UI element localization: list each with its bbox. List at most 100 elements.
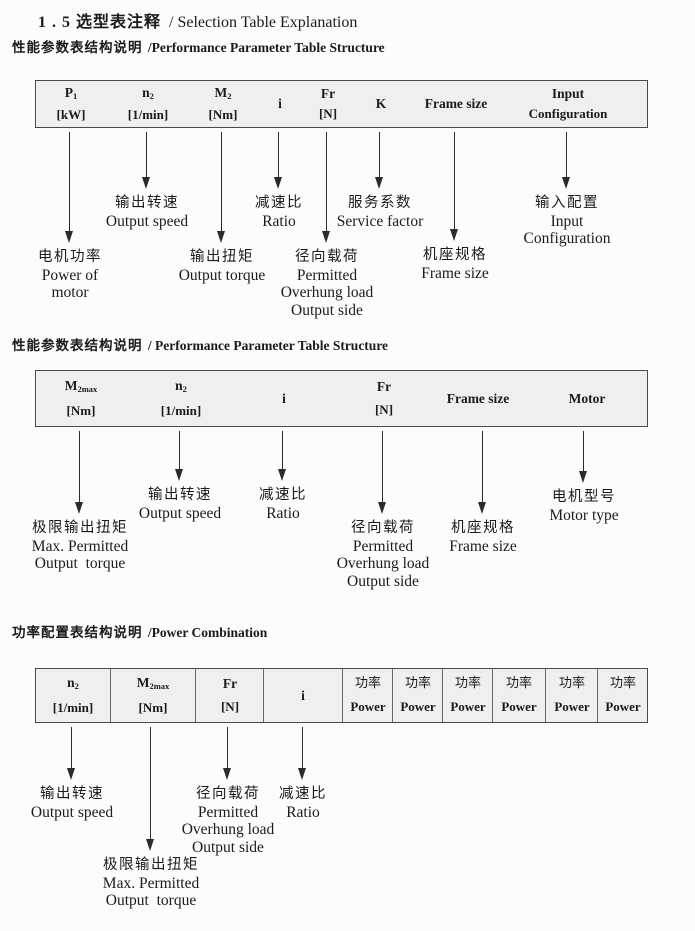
page-title-cn: 1 . 5 选型表注释	[38, 14, 162, 31]
field-explanation-line: Ratio	[266, 504, 300, 522]
section-heading-2-en: / Performance Parameter Table Structure	[147, 338, 389, 353]
header-cell-unit: Power	[350, 698, 386, 714]
section-heading-1-cn: 性能参数表结构说明	[12, 40, 143, 56]
header-cell-unit: [1/min]	[52, 699, 94, 715]
field-explanation-line: Input	[550, 212, 584, 230]
header-cell-unit: Power	[501, 698, 537, 714]
arrow-down-icon	[562, 177, 570, 189]
header-cell-unit: Power	[554, 698, 590, 714]
field-explanation-line: Overhung load	[181, 821, 275, 838]
header-cell: n2[1/min]	[53, 669, 93, 722]
column-divider	[442, 669, 443, 722]
section-heading-3: 功率配置表结构说明 /Power Combination	[12, 621, 267, 641]
header-cell-unit: [N]	[374, 402, 394, 417]
field-explanation-line: 机座规格	[450, 520, 515, 536]
field-explanation-line: 减速比	[279, 786, 327, 802]
arrow-down-icon	[378, 502, 386, 514]
field-explanation-line: 径向载荷	[350, 520, 415, 536]
field-explanation-line: Max. Permitted	[31, 537, 129, 555]
field-explanation-line: Max. Permitted	[102, 874, 200, 892]
section-heading-2-cn: 性能参数表结构说明	[12, 338, 143, 354]
header-cell-unit: [Nm]	[66, 403, 96, 418]
header-cell-unit: Power	[450, 698, 486, 714]
field-explanation-line: Output side	[347, 572, 419, 590]
field-explanation-line: 极限输出扭矩	[103, 857, 199, 873]
arrow-down-icon	[217, 231, 225, 243]
header-cell-unit: Power	[605, 698, 641, 714]
field-explanation-line: 减速比	[259, 487, 307, 503]
field-explanation-line: Permitted	[197, 803, 259, 821]
header-cell-unit: [kW]	[56, 107, 86, 122]
header-cell-symbol: i	[301, 687, 305, 703]
field-explanation-line: 电机功率	[38, 249, 102, 265]
field-explanation-line: Output torque	[178, 266, 266, 284]
field-explanation-line: Output speed	[30, 803, 114, 821]
arrow-line	[79, 431, 80, 503]
header-cell-symbol: n2	[142, 85, 154, 102]
arrow-down-icon	[450, 229, 458, 241]
header-cell-symbol: Fr	[222, 676, 238, 692]
column-divider	[492, 669, 493, 722]
header-cell: i	[301, 669, 305, 722]
field-explanation-line: 径向载荷	[294, 249, 359, 265]
section-heading-3-en: /Power Combination	[147, 625, 268, 640]
field-explanation-line: Frame size	[421, 264, 489, 282]
header-cell: Motor	[569, 371, 606, 426]
header-cell-symbol: Input	[551, 86, 585, 101]
field-explanation-line: 输出转速	[147, 487, 212, 503]
header-cell: Fr [N]	[221, 669, 239, 722]
field-explanation-line: 极限输出扭矩	[32, 520, 128, 536]
arrow-line	[454, 132, 455, 230]
header-cell: 功率 Power	[605, 669, 640, 722]
section-heading-2: 性能参数表结构说明 / Performance Parameter Table …	[12, 334, 388, 354]
arrow-down-icon	[274, 177, 282, 189]
arrow-line	[326, 132, 327, 232]
arrow-line	[278, 132, 279, 178]
arrow-down-icon	[278, 469, 286, 481]
arrow-down-icon	[223, 768, 231, 780]
arrow-line	[302, 727, 303, 769]
field-explanation-line: Output speed	[105, 212, 189, 230]
arrow-down-icon	[478, 502, 486, 514]
field-explanation-line: Output torque	[34, 555, 126, 572]
header-cell-symbol: 功率	[609, 676, 636, 692]
arrow-line	[146, 132, 147, 178]
arrow-down-icon	[142, 177, 150, 189]
header-cell-symbol: 功率	[558, 676, 585, 692]
field-explanation-line: 输出转速	[114, 195, 179, 211]
field-explanation-line: Motor type	[549, 506, 619, 524]
field-explanation-line: Service factor	[336, 212, 424, 230]
arrow-down-icon	[375, 177, 383, 189]
page-title-en: / Selection Table Explanation	[169, 14, 358, 31]
header-cell-symbol: M2max	[64, 378, 98, 395]
header-cell: Frame size	[447, 371, 510, 426]
field-explanation-line: motor	[51, 284, 89, 301]
arrow-down-icon	[146, 839, 154, 851]
field-explanation-line: Output side	[291, 301, 363, 319]
field-explanation-line: 服务系数	[348, 195, 412, 211]
header-cell-symbol: Frame size	[424, 96, 488, 111]
header-cell-symbol: M2	[214, 85, 232, 102]
header-cell: Fr[N]	[319, 81, 337, 127]
header-cell-unit: [Nm]	[138, 699, 168, 715]
header-cell-symbol: P1	[64, 85, 78, 102]
column-divider	[110, 669, 111, 722]
header-cell-unit: [N]	[220, 698, 240, 714]
field-explanation-line: Power of	[41, 266, 99, 284]
header-cell: i	[282, 371, 286, 426]
header-cell-symbol: K	[375, 96, 387, 111]
arrow-line	[583, 431, 584, 472]
